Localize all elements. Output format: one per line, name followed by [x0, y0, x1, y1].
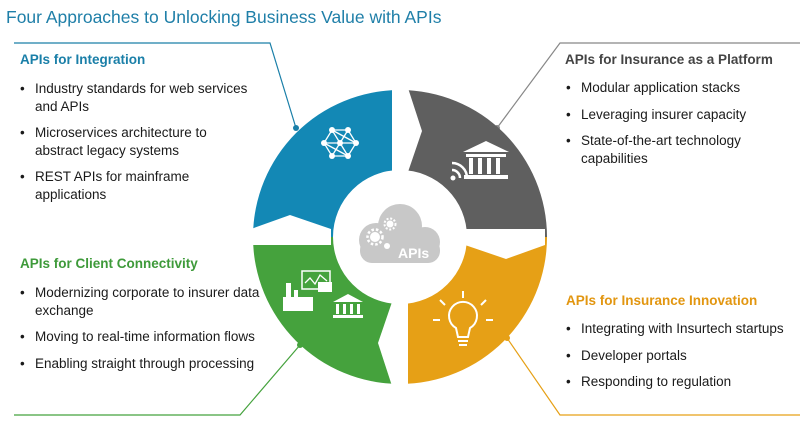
bank-wireless-icon	[450, 141, 509, 181]
segment-integration	[253, 90, 400, 237]
connector-connectivity	[14, 344, 301, 416]
integration-list: Industry standards for web services and …	[20, 80, 250, 212]
platform-title: APIs for Insurance as a Platform	[565, 52, 773, 67]
innovation-list: Integrating with Insurtech startups Deve…	[566, 320, 796, 400]
network-mesh-icon	[321, 127, 359, 159]
list-item: Modular application stacks	[566, 79, 796, 97]
list-item: Developer portals	[566, 347, 796, 365]
list-item: Microservices architecture to abstract l…	[20, 124, 250, 159]
list-item: Modernizing corporate to insurer data ex…	[20, 284, 260, 319]
page-title: Four Approaches to Unlocking Business Va…	[6, 7, 442, 27]
arrow-notch-right	[465, 229, 545, 259]
connector-innovation	[506, 337, 800, 416]
arrow-notch-bottom	[378, 302, 408, 386]
list-item: Enabling straight through processing	[20, 355, 260, 373]
list-item: Responding to regulation	[566, 373, 796, 391]
industry-bank-icon	[283, 270, 363, 318]
segment-platform	[400, 90, 547, 237]
connector-platform	[496, 42, 800, 129]
connectivity-title: APIs for Client Connectivity	[20, 256, 198, 271]
list-item: Leveraging insurer capacity	[566, 106, 796, 124]
arrow-notch-top	[392, 88, 422, 172]
list-item: REST APIs for mainframe applications	[20, 168, 250, 203]
lightbulb-icon	[433, 291, 493, 346]
connector-dot-integration	[293, 125, 299, 131]
gears-icon	[366, 217, 397, 249]
list-item: Moving to real-time information flows	[20, 328, 260, 346]
connector-integration	[14, 42, 297, 129]
connectivity-list: Modernizing corporate to insurer data ex…	[20, 284, 260, 381]
innovation-title: APIs for Insurance Innovation	[566, 293, 758, 308]
arrow-notch-left	[251, 215, 331, 245]
segment-connectivity	[253, 237, 400, 384]
list-item: Integrating with Insurtech startups	[566, 320, 796, 338]
segment-innovation	[400, 237, 547, 384]
list-item: State-of-the-art technology capabilities	[566, 132, 796, 167]
integration-title: APIs for Integration	[20, 52, 146, 67]
center-label: APIs	[398, 245, 429, 261]
list-item: Industry standards for web services and …	[20, 80, 250, 115]
platform-list: Modular application stacks Leveraging in…	[566, 79, 796, 176]
